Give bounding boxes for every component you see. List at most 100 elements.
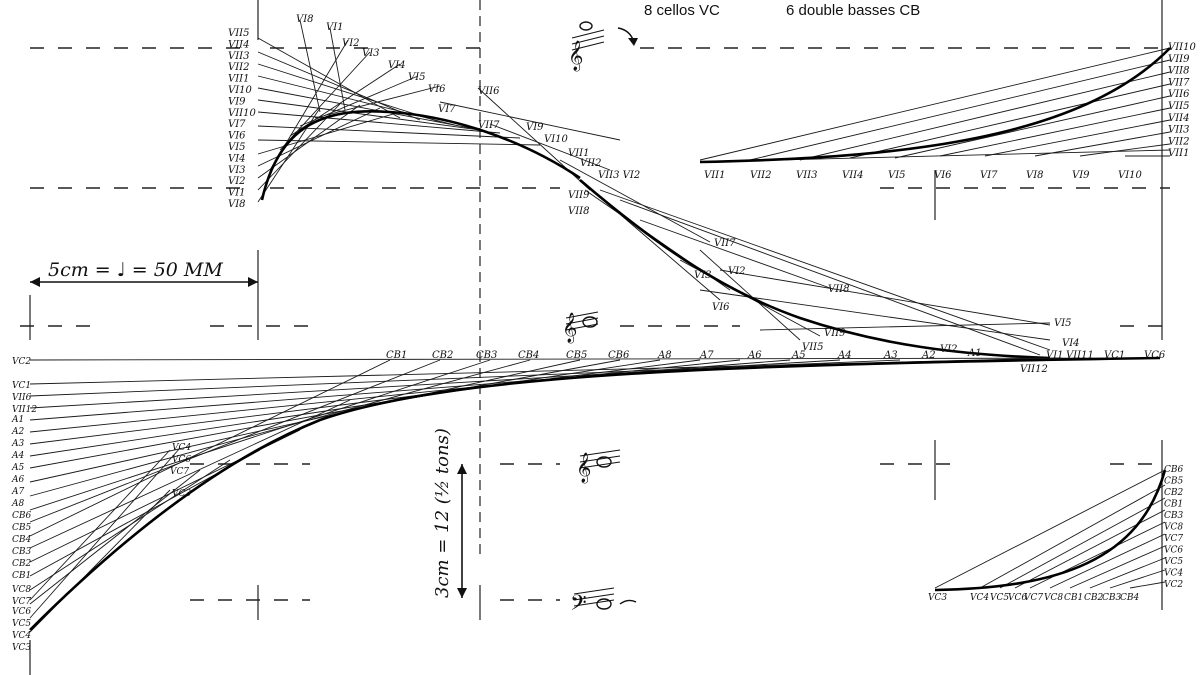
main-envelope <box>29 356 1161 631</box>
glissando-label: VII6 <box>12 393 32 403</box>
glissando-label: VI2 <box>228 176 246 187</box>
bass-clef-icon: 𝄢 <box>570 587 637 621</box>
glissando-label: VII8 <box>568 206 589 217</box>
glissando-label: VI7 <box>980 170 998 181</box>
glissando-label: VII5 <box>228 28 249 39</box>
glissando-label: VI9 <box>228 96 246 107</box>
glissando-label: VC2 <box>12 357 31 367</box>
glissando-label: VC4 <box>12 631 31 641</box>
glissando-label: VII4 <box>842 170 863 181</box>
upper-left-labels: VII5VII4VII3VII2VII1VI10VI9VII10VI7VI6VI… <box>228 14 640 217</box>
svg-text:𝄞: 𝄞 <box>576 452 591 484</box>
glissando-label: VI2 <box>342 38 360 49</box>
glissando-label: A4 <box>11 451 24 461</box>
glissando-label: VC1 <box>12 381 31 391</box>
glissando-label: CB3 <box>476 350 497 361</box>
glissando-label: VII2 <box>1168 136 1189 147</box>
time-scale: 5cm = ♩ = 50 MM <box>30 259 258 287</box>
glissando-label: VII2 <box>228 62 249 73</box>
glissando-label: VI1 <box>326 22 344 33</box>
glissando-label: VII9 <box>1168 54 1190 65</box>
glissando-label: VII6 <box>1168 89 1190 100</box>
glissando-label: VI5 <box>408 72 426 83</box>
glissando-label: VII1 <box>228 74 249 85</box>
glissando-label: VI6 <box>428 84 446 95</box>
glissando-label: VC6 <box>172 455 191 465</box>
pitch-scale-label: 3cm = 12 (½ tons) <box>432 428 453 598</box>
pitch-grid <box>20 47 1170 601</box>
glissando-label: VII5 <box>802 342 823 353</box>
glissando-label: VII1 <box>1168 148 1189 159</box>
pitch-scale: 3cm = 12 (½ tons) <box>432 428 467 598</box>
treble-clef-high-icon: 𝄞 <box>568 21 638 72</box>
glissando-label: A2 <box>921 350 936 361</box>
glissando-label: VII7 <box>478 120 500 131</box>
glissando-label: CB2 <box>1084 593 1104 603</box>
glissando-label: VC7 <box>170 467 189 477</box>
glissando-label: VI7 <box>228 119 246 130</box>
glissando-label: VI2 <box>728 266 746 277</box>
glissando-label: A8 <box>657 350 672 361</box>
treble-clef-mid-icon: 𝄞 <box>562 311 599 344</box>
glissando-label: VI9 <box>1072 170 1090 181</box>
glissando-label: VI8 <box>228 199 246 210</box>
glissando-label: VII2 <box>750 170 771 181</box>
glissando-label: VII12 <box>1020 364 1048 375</box>
glissando-label: VI1 <box>228 188 246 199</box>
glissando-label: A2 <box>11 427 24 437</box>
glissando-label: CB6 <box>12 511 32 521</box>
glissando-label: VI10 <box>1118 170 1143 181</box>
glissando-label: VC5 <box>990 593 1009 603</box>
glissando-label: VI1 <box>1046 350 1064 361</box>
glissando-label: VI10 <box>544 134 569 145</box>
glissando-label: VII12 <box>12 405 37 415</box>
glissando-label: CB5 <box>1164 477 1184 487</box>
glissando-label: CB5 <box>12 523 32 533</box>
glissando-label: VC5 <box>1164 557 1183 567</box>
glissando-label: VC7 <box>1164 534 1183 544</box>
glissando-label: VII3 <box>1168 125 1189 136</box>
glissando-label: VC6 <box>12 607 31 617</box>
glissando-label: CB1 <box>12 571 31 581</box>
glissando-label: VI8 <box>1026 170 1044 181</box>
glissando-label: CB6 <box>1164 465 1184 475</box>
glissando-label: VC6 <box>1164 546 1183 556</box>
glissando-label: A3 <box>883 350 898 361</box>
glissando-label: CB2 <box>12 559 32 569</box>
glissando-label: VC8 <box>1044 593 1063 603</box>
treble-clef-low-icon: 𝄞 <box>576 449 621 484</box>
glissando-label: VII7 <box>714 238 736 249</box>
svg-text:𝄞: 𝄞 <box>568 40 583 72</box>
glissando-label: VI5 <box>228 142 246 153</box>
glissando-label: VII2 <box>580 158 601 169</box>
glissando-label: VI6 <box>934 170 952 181</box>
glissando-label: VII10 <box>1168 42 1196 53</box>
glissando-label: VI3 <box>362 48 380 59</box>
glissando-label: VI4 <box>228 153 246 164</box>
glissando-label: VI2 <box>940 344 958 355</box>
glissando-label: A6 <box>11 475 24 485</box>
glissando-label: A4 <box>837 350 852 361</box>
glissando-label: CB2 <box>432 350 453 361</box>
glissando-label: A7 <box>699 350 714 361</box>
glissando-label: CB4 <box>12 535 32 545</box>
glissando-label: CB3 <box>1164 511 1184 521</box>
glissando-label: VC3 <box>172 489 191 499</box>
glissando-label: VC8 <box>12 585 31 595</box>
glissando-label: VC1 <box>1104 350 1125 361</box>
glissando-label: VII1 <box>704 170 725 181</box>
upper-right-glissandi <box>699 47 1171 163</box>
glissando-label: CB6 <box>608 350 630 361</box>
glissando-label: VC3 <box>12 643 31 653</box>
svg-text:𝄞: 𝄞 <box>562 312 577 344</box>
header-basses: 6 double basses CB <box>786 2 921 19</box>
glissando-label: A8 <box>11 499 24 509</box>
glissando-label: A1 <box>967 348 982 359</box>
glissando-label: A6 <box>747 350 762 361</box>
glissando-label: CB4 <box>1120 593 1140 603</box>
glissando-label: VC6 <box>1008 593 1027 603</box>
glissando-label: VII1 <box>568 148 589 159</box>
glissando-label: VII10 <box>228 108 256 119</box>
glissando-label: VII9 <box>568 190 590 201</box>
